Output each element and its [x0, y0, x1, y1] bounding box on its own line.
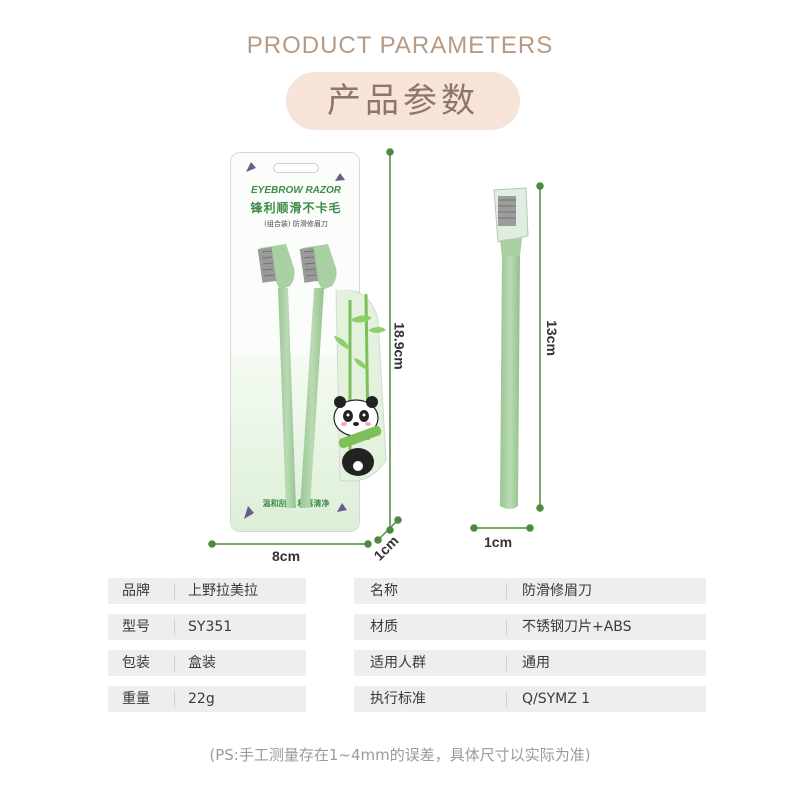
spec-row-model: 型号 SY351	[108, 614, 306, 640]
measurement-note: (PS:手工测量存在1~4mm的误差，具体尺寸以实际为准)	[209, 746, 591, 764]
spec-row-packaging: 包装 盒装	[108, 650, 306, 676]
spec-row-audience: 适用人群 通用	[354, 650, 706, 676]
spec-row-material: 材质 不锈钢刀片+ABS	[354, 614, 706, 640]
spec-row-weight: 重量 22g	[108, 686, 306, 712]
spec-value: 不锈钢刀片+ABS	[522, 619, 632, 635]
hang-hole	[273, 163, 319, 173]
spec-key: 品牌	[122, 583, 150, 599]
dim-package-height: 18.9cm	[391, 322, 408, 370]
panda-icon	[333, 396, 382, 476]
page-title-cn: 产品参数	[286, 72, 520, 130]
leaf-icon	[244, 506, 254, 519]
package-subtitle: (组合装) 防滑修眉刀	[264, 220, 328, 228]
spec-value: 防滑修眉刀	[522, 583, 592, 599]
spec-value: 盒装	[188, 655, 216, 671]
spec-value: 上野拉美拉	[188, 583, 258, 599]
spec-value: 22g	[188, 691, 215, 707]
spec-row-standard: 执行标准 Q/SYMZ 1	[354, 686, 706, 712]
spec-key: 名称	[370, 583, 398, 599]
bamboo-panda-illustration	[333, 290, 387, 482]
spec-value: 通用	[522, 655, 550, 671]
spec-value: SY351	[188, 619, 233, 635]
single-razor	[493, 187, 529, 509]
spec-row-brand: 品牌 上野拉美拉	[108, 578, 306, 604]
package-razors	[257, 244, 337, 508]
leaf-icon	[335, 173, 345, 181]
spec-key: 重量	[122, 691, 150, 707]
package-brand-en: EYEBROW RAZOR	[251, 185, 341, 196]
dim-package-width: 8cm	[272, 548, 301, 564]
spec-key: 型号	[122, 619, 150, 635]
spec-key: 适用人群	[370, 655, 426, 671]
package-slogan: 锋利顺滑不卡毛	[250, 201, 342, 215]
spec-value: Q/SYMZ 1	[522, 691, 591, 707]
spec-key: 包装	[122, 655, 150, 671]
spec-key: 材质	[370, 619, 398, 635]
leaf-icon	[246, 162, 256, 172]
package-footer: 温和刮感 利落清净	[262, 499, 330, 508]
spec-key: 执行标准	[370, 691, 426, 707]
dimension-lines	[208, 148, 544, 548]
dim-razor-length: 13cm	[543, 320, 560, 356]
dim-razor-width: 1cm	[484, 534, 513, 550]
page-title-en: PRODUCT PARAMETERS	[246, 32, 554, 59]
leaf-icon	[337, 503, 347, 512]
spec-row-name: 名称 防滑修眉刀	[354, 578, 706, 604]
